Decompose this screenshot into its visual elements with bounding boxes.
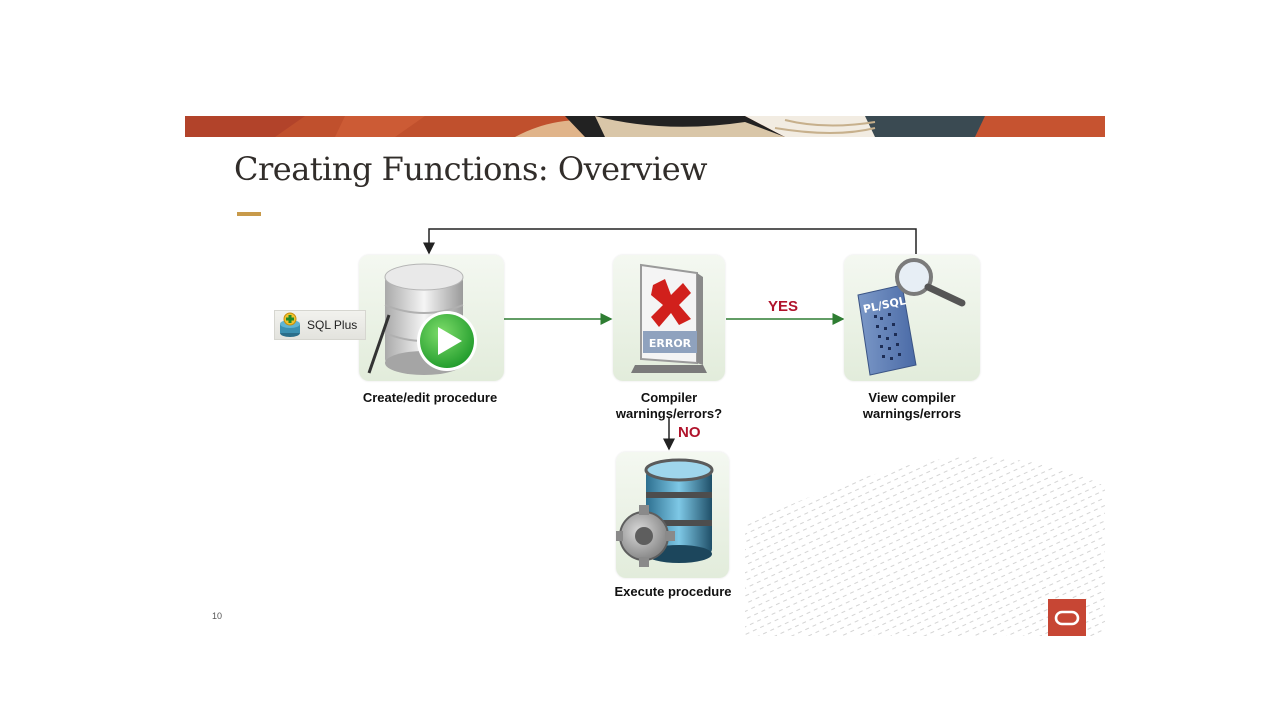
- node-compiler-check: ERROR: [613, 255, 725, 381]
- caption-create-edit: Create/edit procedure: [362, 390, 498, 405]
- caption-execute: Execute procedure: [614, 584, 732, 599]
- caption-view-line2: warnings/errors: [862, 406, 962, 421]
- database-gear-icon: [616, 458, 714, 567]
- caption-view-compiler: View compiler warnings/errors: [827, 390, 997, 422]
- page-title: Creating Functions: Overview: [234, 150, 708, 188]
- caption-compiler-line2: warnings/errors?: [615, 406, 723, 421]
- sqlplus-tool-badge: SQL Plus: [274, 310, 366, 340]
- node-view-compiler: PL/SQL: [844, 255, 980, 381]
- sqlplus-icon: [280, 312, 300, 337]
- node-create-edit: [359, 255, 504, 381]
- header-banner: [185, 116, 1105, 137]
- node-execute: [616, 452, 729, 578]
- edge-label-no: NO: [678, 424, 701, 441]
- error-sign-text: ERROR: [649, 337, 692, 350]
- page-number: 10: [212, 611, 223, 621]
- database-play-icon: [367, 263, 477, 375]
- title-accent-rule: [237, 212, 261, 216]
- sqlplus-label: SQL Plus: [307, 318, 358, 332]
- flow-connectors: [423, 228, 917, 451]
- error-sign-icon: ERROR: [631, 263, 707, 373]
- caption-view-line1: View compiler: [868, 390, 956, 405]
- edge-view-back-to-create: [423, 228, 917, 255]
- oracle-logo: [1048, 599, 1086, 636]
- caption-compiler-check: Compiler warnings/errors?: [585, 390, 753, 422]
- slide: Creating Functions: Overview: [185, 116, 1105, 636]
- oracle-logo-icon: [1054, 610, 1080, 626]
- decorative-texture: [745, 457, 1105, 636]
- caption-compiler-line1: Compiler: [640, 390, 698, 405]
- edge-label-yes: YES: [768, 298, 799, 315]
- plsql-magnifier-icon: PL/SQL: [857, 258, 966, 376]
